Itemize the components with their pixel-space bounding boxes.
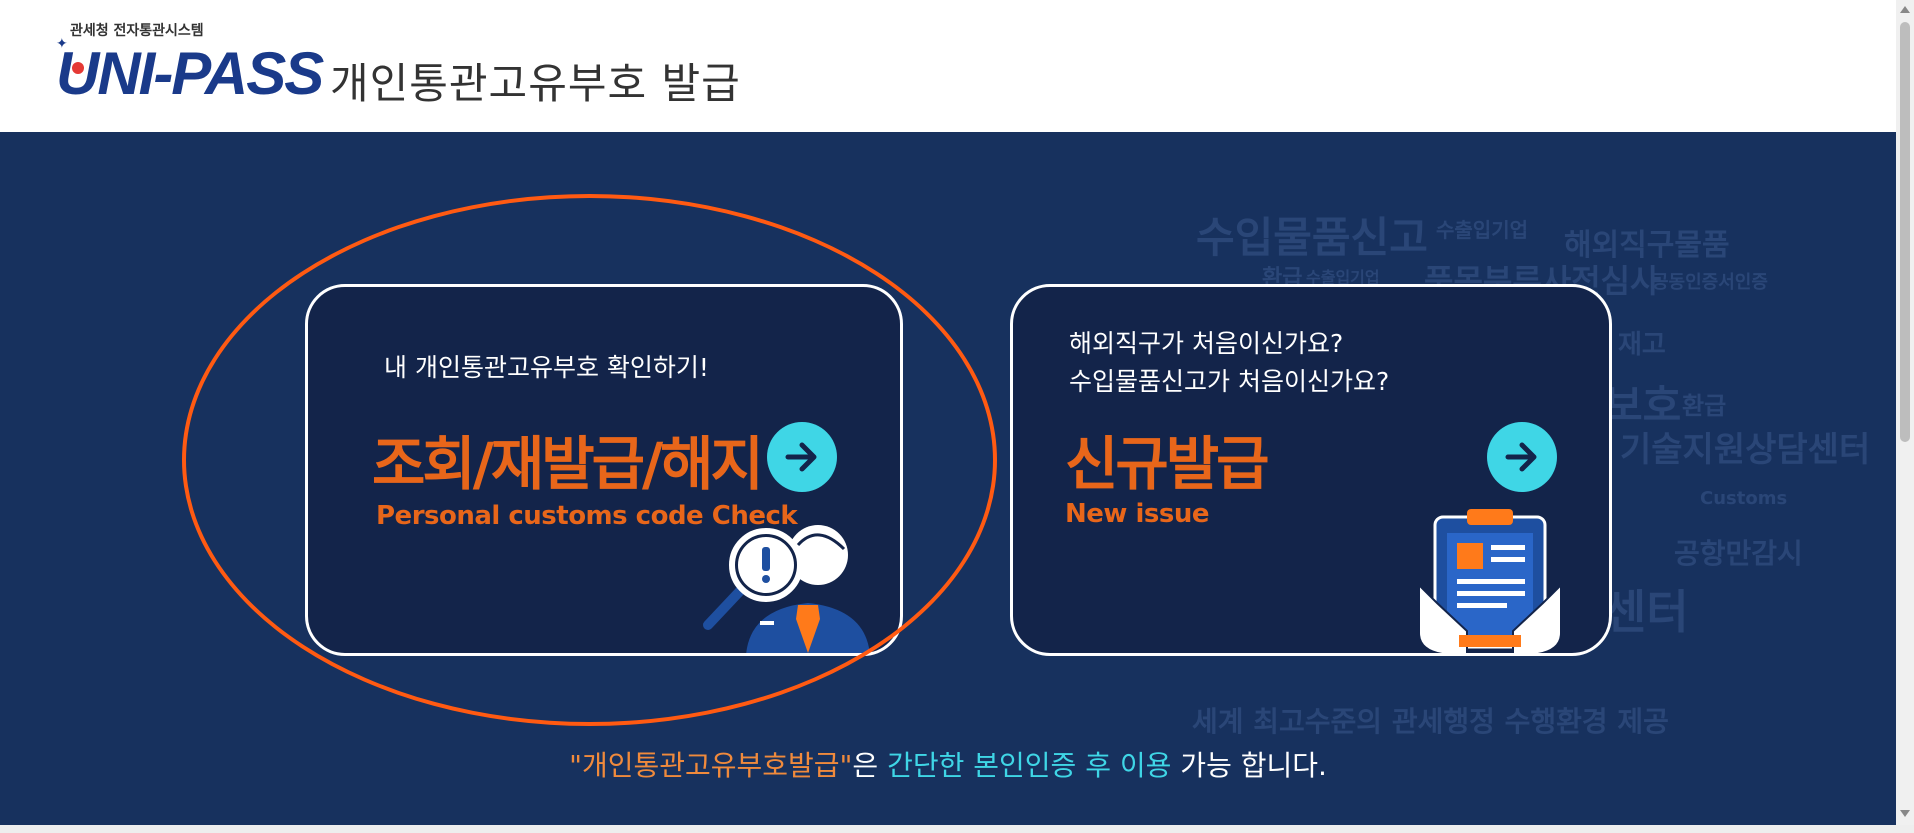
arrow-right-icon [1505,442,1537,472]
scroll-down-arrow-icon[interactable] [1900,810,1910,817]
wordcloud-word: Customs [1700,488,1788,509]
wordcloud-word: 환급 [1682,392,1727,420]
wordcloud-word: 세계 최고수준의 관세행정 수행환경 제공 [1192,705,1669,738]
bottom-strip [0,825,1914,833]
wordcloud-word: 수출입기업 [1436,218,1528,242]
notice-suffix: 가능 합니다. [1171,749,1327,782]
wordcloud-word: 해외직구물품 [1564,228,1730,263]
wordcloud-word: 공동인증서인증 [1652,272,1768,293]
card-check-description: 내 개인통관고유부호 확인하기! [384,353,709,382]
wordcloud-word: 기술지원상담센터 [1620,430,1871,470]
check-arrow-button[interactable] [767,422,837,492]
clipboard-document-icon [1415,507,1565,653]
card-new-title: 신규발급 [1065,430,1269,498]
logo-star-icon: ✦ [56,36,68,52]
wordcloud-word: 공항만감시 [1674,537,1803,570]
notice-particle: 은 [852,749,888,782]
page-title: 개인통관고유부호 발급 [330,59,741,108]
card-new-issue[interactable]: 해외직구가 처음이신가요? 수입물품신고가 처음이신가요? 신규발급 New i… [1010,284,1612,656]
wordcloud-word: 수입물품신고 [1196,213,1428,262]
vertical-scrollbar[interactable] [1896,0,1914,825]
inspector-magnifier-icon [698,525,898,653]
scroll-up-arrow-icon[interactable] [1900,6,1910,13]
card-new-subtitle: New issue [1065,499,1209,529]
card-check-subtitle: Personal customs code Check [376,501,798,531]
card-new-description-line1: 해외직구가 처음이신가요? [1069,329,1344,358]
main-banner: 수입물품신고 수출입기업 해외직구물품 환급 수출입기업 품목분류사전심사 공동… [0,132,1896,825]
wordcloud-word: 센터 [1604,585,1689,639]
notice-highlight: 간단한 본인인증 후 이용 [887,749,1172,782]
scroll-thumb[interactable] [1900,22,1910,442]
wordcloud-word: 재고 [1618,330,1666,360]
unipass-logo[interactable]: UNI-PASS [56,40,324,107]
notice-service-name: "개인통관고유부호발급" [569,749,853,782]
card-check-reissue-cancel[interactable]: 내 개인통관고유부호 확인하기! 조회/재발급/해지 Personal cust… [305,284,903,656]
logo-subtitle: 관세청 전자통관시스템 [70,23,204,39]
new-issue-arrow-button[interactable] [1487,422,1557,492]
card-new-description: 해외직구가 처음이신가요? 수입물품신고가 처음이신가요? [1069,325,1389,401]
wordcloud-word: 수출입기업 [1306,268,1380,287]
notice-text: "개인통관고유부호발급"은 간단한 본인인증 후 이용 가능 합니다. [0,744,1896,784]
logo-dot-icon [72,62,84,74]
card-check-title: 조회/재발급/해지 [372,430,764,498]
wordcloud-word: 보호 [1604,381,1682,430]
card-new-description-line2: 수입물품신고가 처음이신가요? [1069,367,1390,396]
page-header: 관세청 전자통관시스템 ✦ UNI-PASS 개인통관고유부호 발급 [0,0,1896,132]
arrow-right-icon [785,442,817,472]
